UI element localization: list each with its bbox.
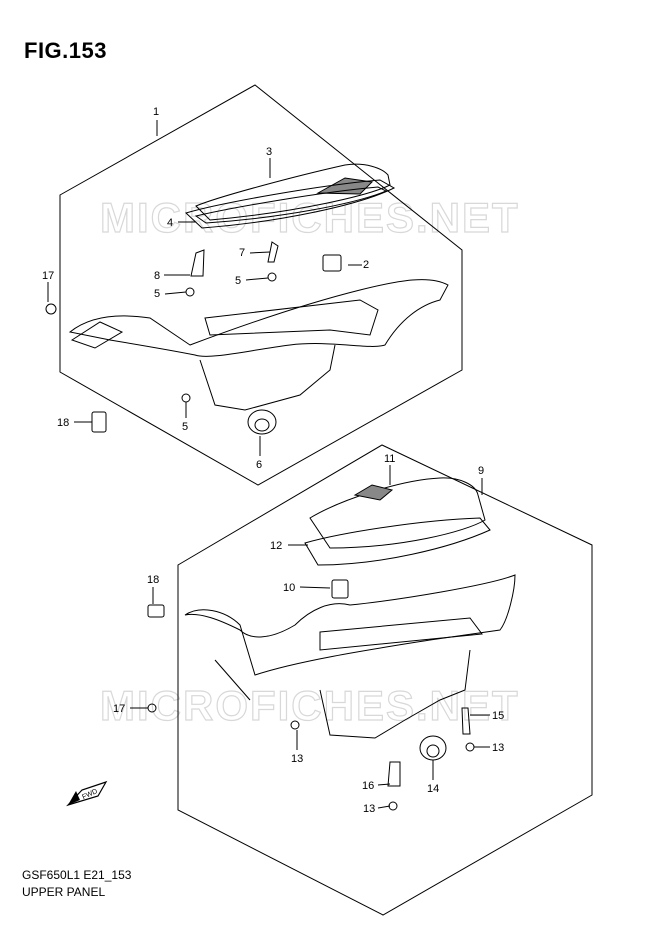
callout-9: 9 — [478, 465, 484, 477]
callout-18a: 18 — [57, 417, 69, 429]
part-17-screw-a — [45, 303, 57, 315]
part-18-nut-a — [91, 411, 107, 433]
callout-5a: 5 — [154, 288, 160, 300]
part-7-hook — [267, 241, 279, 263]
callout-11: 11 — [384, 453, 395, 465]
callout-15: 15 — [492, 710, 504, 722]
callout-8: 8 — [154, 270, 160, 282]
callout-1: 1 — [153, 106, 159, 118]
part-11-cover — [309, 477, 486, 549]
part-5-bolt-b — [267, 272, 277, 282]
figure-caption: UPPER PANEL — [22, 885, 106, 899]
part-1-upper-panel — [68, 279, 449, 411]
part-8-bracket — [190, 249, 205, 277]
callout-10: 10 — [283, 582, 295, 594]
part-13-bolt-c — [388, 801, 398, 811]
callout-2: 2 — [363, 259, 369, 271]
callout-13b: 13 — [492, 742, 504, 754]
leader-lines — [47, 120, 490, 809]
part-13-bolt-a — [290, 720, 300, 730]
fwd-arrow-icon: FWD — [66, 780, 108, 807]
callout-4: 4 — [167, 217, 173, 229]
callout-17b: 17 — [113, 703, 125, 715]
callout-6: 6 — [256, 459, 262, 471]
figure-title: FIG.153 — [24, 38, 107, 63]
part-4-gasket — [185, 179, 396, 229]
part-13-bolt-b — [465, 742, 475, 752]
part-18-nut-b — [147, 604, 165, 618]
part-14-grommet — [419, 735, 447, 761]
callout-13a: 13 — [291, 753, 303, 765]
part-10-clip — [331, 579, 349, 599]
watermark-bottom: MICROFICHES.NET — [100, 682, 520, 729]
upper-assembly-box — [59, 84, 463, 486]
callout-13c: 13 — [363, 803, 375, 815]
callout-12: 12 — [270, 540, 282, 552]
part-5-bolt-c — [181, 393, 191, 403]
part-9-lower-panel — [184, 574, 516, 739]
part-15-hook — [461, 707, 471, 735]
part-2-clip — [322, 254, 342, 272]
callout-3: 3 — [266, 146, 272, 158]
callout-5c: 5 — [182, 421, 188, 433]
part-16-bracket — [387, 761, 401, 787]
watermark-top: MICROFICHES.NET — [100, 194, 520, 241]
part-12-gasket — [304, 517, 491, 566]
callout-16: 16 — [362, 780, 374, 792]
callout-5b: 5 — [235, 275, 241, 287]
model-code: GSF650L1 E21_153 — [22, 868, 132, 882]
part-5-bolt-a — [185, 287, 195, 297]
callout-17a: 17 — [42, 270, 54, 282]
lower-assembly-box — [177, 444, 593, 916]
callout-18b: 18 — [147, 574, 159, 586]
part-6-grommet — [247, 409, 277, 435]
callout-14: 14 — [427, 783, 439, 795]
callout-7: 7 — [239, 247, 245, 259]
